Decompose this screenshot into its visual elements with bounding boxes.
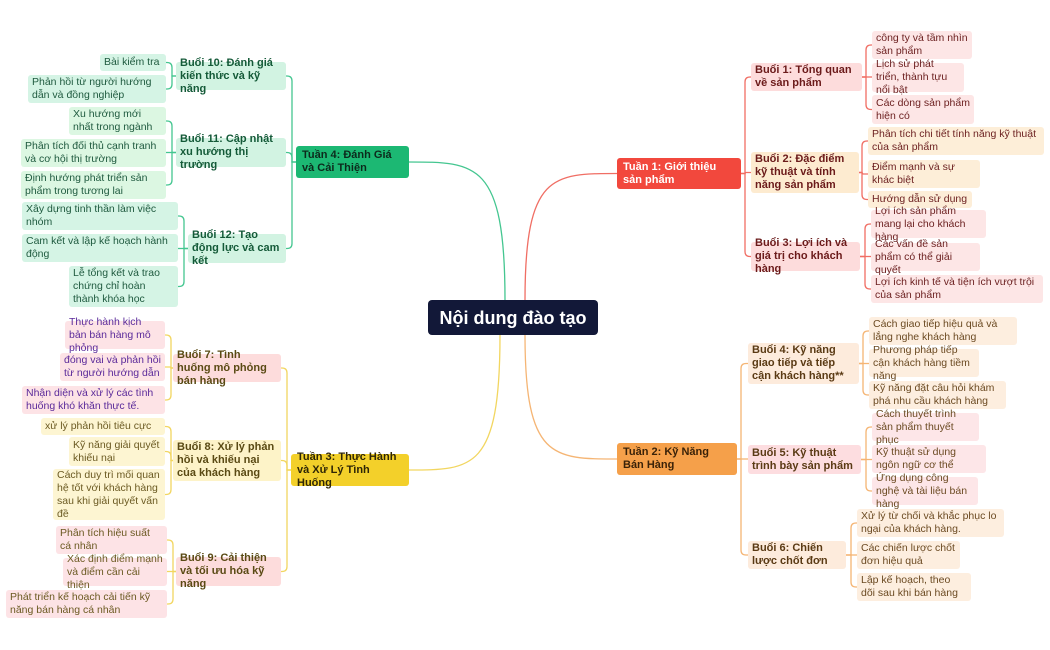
branch-session-connector: [737, 362, 748, 460]
topic-item[interactable]: Cách giao tiếp hiệu quả và lắng nghe khá…: [869, 317, 1017, 345]
session-node[interactable]: Buổi 9: Cải thiện và tối ưu hóa kỹ năng: [176, 552, 281, 590]
session-node[interactable]: Buổi 5: Kỹ thuật trình bày sản phẩm: [748, 445, 861, 474]
topic-item[interactable]: Lịch sử phát triển, thành tựu nổi bật: [872, 58, 964, 96]
session-node[interactable]: Buổi 7: Tình huống mô phỏng bán hàng: [173, 349, 281, 387]
session-item-connector: [861, 458, 872, 492]
session-item-connector: [846, 522, 857, 556]
topic-item[interactable]: Cách thuyết trình sản phẩm thuyết phục: [872, 408, 979, 446]
session-item-connector: [861, 426, 872, 461]
topic-item[interactable]: Phát triển kế hoạch cải tiến kỹ năng bán…: [6, 590, 167, 618]
session-item-connector: [859, 171, 868, 201]
topic-item[interactable]: Bài kiểm tra: [100, 54, 166, 71]
session-node[interactable]: Buổi 4: Kỹ năng giao tiếp và tiếp cận kh…: [748, 343, 859, 384]
topic-item[interactable]: Xác định điểm mạnh và điểm cần cải thiện: [63, 553, 167, 591]
topic-item[interactable]: Lập kế hoạch, theo dõi sau khi bán hàng: [857, 573, 971, 601]
topic-item[interactable]: Định hướng phát triển sản phẩm trong tươ…: [21, 171, 166, 199]
session-item-connector: [166, 61, 176, 77]
session-item-connector: [178, 247, 188, 288]
root-branch-connector: [524, 172, 618, 301]
branch-session-connector: [281, 367, 291, 471]
topic-item[interactable]: Phương pháp tiếp cận khách hàng tiềm năn…: [869, 344, 979, 382]
topic-item[interactable]: Kỹ thuật sử dụng ngôn ngữ cơ thể: [872, 445, 986, 473]
branch-session-connector: [737, 458, 748, 556]
root-topic[interactable]: Nội dung đào tạo: [428, 300, 598, 335]
branch-session-connector: [741, 76, 751, 175]
topic-item[interactable]: Cách duy trì mối quan hệ tốt với khách h…: [53, 469, 165, 520]
root-branch-connector: [524, 334, 618, 460]
session-node[interactable]: Buổi 2: Đặc điểm kỹ thuật và tính năng s…: [751, 152, 859, 193]
topic-item[interactable]: Phân tích chi tiết tính năng kỹ thuật củ…: [868, 127, 1044, 155]
branch-session-connector: [281, 459, 291, 471]
session-item-connector: [165, 459, 173, 496]
branch-session-connector: [286, 161, 296, 250]
branch-session-connector: [281, 469, 291, 573]
topic-item[interactable]: Lễ tổng kết và trao chứng chỉ hoàn thành…: [69, 266, 178, 307]
topic-item[interactable]: Các chiến lược chốt đơn hiệu quả: [857, 541, 960, 569]
session-item-connector: [862, 76, 872, 111]
session-node[interactable]: Buổi 12: Tạo động lực và cam kết: [188, 229, 286, 267]
topic-item[interactable]: Các dòng sản phẩm hiện có: [872, 95, 974, 124]
session-item-connector: [167, 570, 176, 605]
topic-item[interactable]: Xử lý từ chối và khắc phục lo ngại của k…: [857, 509, 1004, 537]
branch-week-1[interactable]: Tuần 1: Giới thiệu sản phẩm: [617, 158, 741, 189]
session-item-connector: [178, 215, 188, 250]
branch-week-2[interactable]: Tuần 2: Kỹ Năng Bán Hàng: [617, 443, 737, 475]
topic-item[interactable]: Lợi ích kinh tế và tiện ích vượt trội củ…: [871, 275, 1043, 303]
session-item-connector: [860, 223, 871, 258]
topic-item[interactable]: Hướng dẫn sử dụng: [868, 191, 972, 208]
topic-item[interactable]: Phân tích đối thủ cạnh tranh và cơ hội t…: [21, 139, 166, 167]
branch-session-connector: [286, 75, 296, 163]
session-item-connector: [859, 362, 869, 396]
topic-item[interactable]: xử lý phản hồi tiêu cực: [41, 418, 165, 435]
topic-item[interactable]: Ứng dụng công nghệ và tài liệu bán hàng: [872, 472, 978, 510]
session-item-connector: [859, 140, 868, 174]
session-item-connector: [860, 255, 871, 290]
session-node[interactable]: Buổi 10: Đánh giá kiến thức và kỹ năng: [176, 57, 286, 95]
topic-item[interactable]: Xây dựng tinh thần làm việc nhóm: [22, 202, 178, 230]
branch-week-4[interactable]: Tuần 4: Đánh Giá và Cải Thiện: [296, 146, 409, 178]
topic-item[interactable]: Các vấn đề sản phẩm có thể giải quyết: [871, 238, 980, 276]
topic-item[interactable]: Điểm mạnh và sự khác biệt: [868, 160, 980, 188]
branch-session-connector: [286, 151, 296, 163]
topic-item[interactable]: Kỹ năng đặt câu hỏi khám phá nhu cầu khá…: [869, 381, 1006, 409]
topic-item[interactable]: Cam kết và lập kế hoạch hành động: [22, 234, 178, 262]
session-node[interactable]: Buổi 11: Cập nhật xu hướng thị trường: [176, 133, 286, 171]
topic-item[interactable]: Xu hướng mới nhất trong ngành: [69, 107, 166, 135]
session-item-connector: [165, 367, 173, 401]
topic-item[interactable]: Thực hành kịch bản bán hàng mô phỏng: [65, 316, 165, 354]
root-branch-connector: [408, 161, 506, 301]
topic-item[interactable]: Kỹ năng giải quyết khiếu nại: [69, 437, 165, 466]
topic-item[interactable]: Nhận diện và xử lý các tình huống khó kh…: [22, 386, 165, 414]
session-item-connector: [862, 44, 872, 78]
session-item-connector: [165, 425, 173, 462]
topic-item[interactable]: Lợi ích sản phẩm mang lại cho khách hàng: [871, 205, 986, 243]
session-node[interactable]: Buổi 1: Tổng quan về sản phẩm: [751, 63, 862, 91]
root-branch-connector: [408, 334, 501, 471]
session-item-connector: [846, 554, 857, 588]
topic-item[interactable]: đóng vai và phản hồi từ người hướng dẫn: [60, 353, 165, 381]
session-item-connector: [165, 334, 173, 369]
branch-session-connector: [741, 172, 751, 258]
session-node[interactable]: Buổi 8: Xử lý phản hồi và khiếu nại của …: [173, 440, 281, 481]
topic-item[interactable]: công ty và tầm nhìn sản phẩm: [872, 31, 972, 59]
session-item-connector: [165, 450, 173, 462]
session-item-connector: [166, 151, 176, 186]
session-item-connector: [166, 120, 176, 154]
session-item-connector: [167, 539, 176, 573]
branch-week-3[interactable]: Tuần 3: Thực Hành và Xử Lý Tình Huống: [291, 451, 409, 489]
session-item-connector: [166, 75, 176, 90]
session-node[interactable]: Buổi 3: Lợi ích và giá trị cho khách hàn…: [751, 237, 860, 275]
session-item-connector: [859, 330, 869, 365]
topic-item[interactable]: Phản hồi từ người hướng dẫn và đồng nghi…: [28, 75, 166, 103]
session-node[interactable]: Buổi 6: Chiến lược chốt đơn: [748, 541, 846, 569]
topic-item[interactable]: Phân tích hiệu suất cá nhân: [56, 526, 167, 554]
